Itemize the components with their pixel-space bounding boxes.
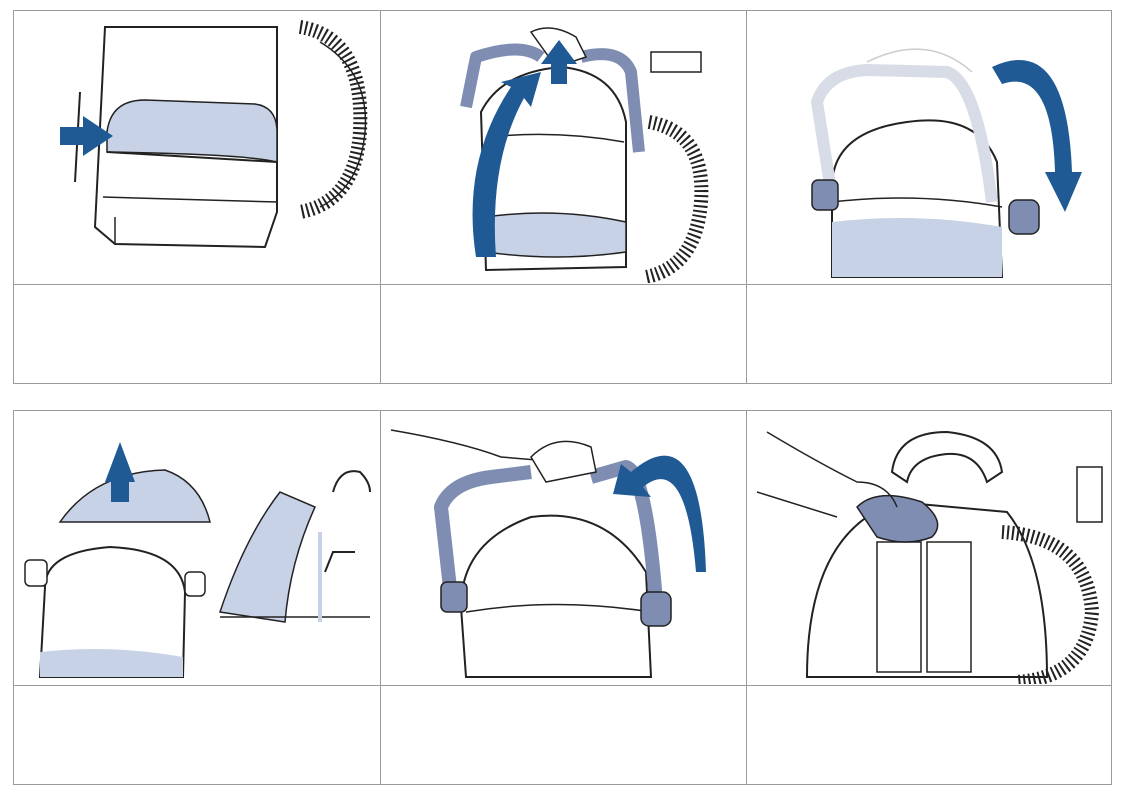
step-1-caption (15, 285, 379, 383)
step-3-illustration (747, 12, 1111, 283)
step-5-caption (381, 686, 745, 784)
up-arrow-icon (105, 442, 135, 502)
step-4-caption (15, 686, 379, 784)
up-arrow-icon (541, 40, 577, 84)
step-6-caption (747, 686, 1111, 784)
step-4-illustration (15, 412, 379, 684)
divider (746, 11, 747, 383)
step-3-caption (747, 285, 1111, 383)
rotate-down-arrow-icon (992, 60, 1082, 212)
steps-grid-bottom (13, 410, 1112, 785)
rotate-up-arrow-icon (613, 455, 706, 572)
push-arrow-icon (60, 116, 113, 156)
step-1-illustration (15, 12, 379, 283)
steps-grid-top (13, 10, 1112, 384)
step-2-caption (381, 285, 745, 383)
divider (380, 411, 381, 784)
step-5-illustration (381, 412, 745, 684)
step-2-illustration (381, 12, 745, 283)
divider (746, 411, 747, 784)
curve-arrow-icon (472, 72, 541, 257)
step-6-illustration (747, 412, 1111, 684)
divider (14, 284, 1111, 285)
divider (14, 685, 1111, 686)
divider (380, 11, 381, 383)
